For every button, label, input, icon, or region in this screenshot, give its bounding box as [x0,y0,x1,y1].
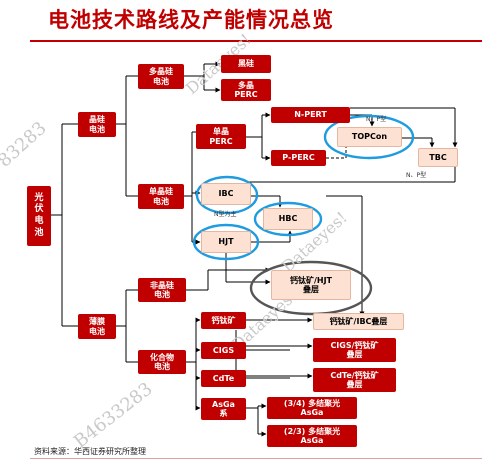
node-hbc: HBC [263,208,313,230]
node-topcon: TOPCon [337,127,402,147]
node-perovskite: 钙钛矿 [201,312,246,329]
highlight-ibc [195,175,259,215]
title-divider [30,40,482,42]
node-tbc: TBC [418,148,458,167]
node-black-si: 黑硅 [221,55,271,73]
node-thin-film: 薄膜 电池 [78,314,116,339]
note-np-type-top: N、P型 [366,116,387,123]
node-ibc: IBC [201,183,251,205]
node-n-pert: N-PERT [271,107,350,123]
note-n-type-ibc: N型为主 [214,211,237,218]
node-mono-si: 单晶硅 电池 [138,184,184,209]
node-gaas-34: (3/4) 多结聚光 AsGa [267,397,357,419]
highlight-topcon [323,114,415,160]
page-title: 电池技术路线及产能情况总览 [48,8,334,32]
highlight-hjt [192,223,260,261]
node-cdte: CdTe [201,370,246,387]
node-poly-si: 多晶硅 电池 [138,64,184,89]
node-cigs-perovskite: CIGS/钙钛矿 叠层 [313,338,396,362]
node-cdte-perovskite: CdTe/钙钛矿 叠层 [313,368,396,392]
node-perovskite-hjt-stack: 钙钛矿/HJT 叠层 [271,270,351,300]
highlight-perovskite-hjt [249,260,373,316]
highlight-hbc [253,201,323,237]
node-cigs: CIGS [201,342,246,359]
node-p-perc: P-PERC [271,150,326,166]
source-note: 资料来源：华西证券研究所整理 [34,447,146,456]
node-mono-perc: 单晶 PERC [196,124,246,149]
node-poly-perc: 多晶 PERC [221,79,271,101]
node-gaas-23: (2/3) 多结聚光 AsGa [267,425,357,447]
node-perovskite-ibc-stack: 钙钛矿/IBC叠层 [313,313,404,330]
node-hjt: HJT [201,231,251,253]
node-compound: 化合物 电池 [138,350,186,374]
footer-divider [30,458,482,459]
node-pv-cell: 光 伏 电 池 [27,186,51,246]
node-crystalline-si: 晶硅 电池 [78,112,116,137]
node-amorphous-si: 非晶硅 电池 [138,278,186,302]
node-gaas: AsGa 系 [201,398,246,420]
note-np-type-tbc: N、P型 [406,172,427,179]
